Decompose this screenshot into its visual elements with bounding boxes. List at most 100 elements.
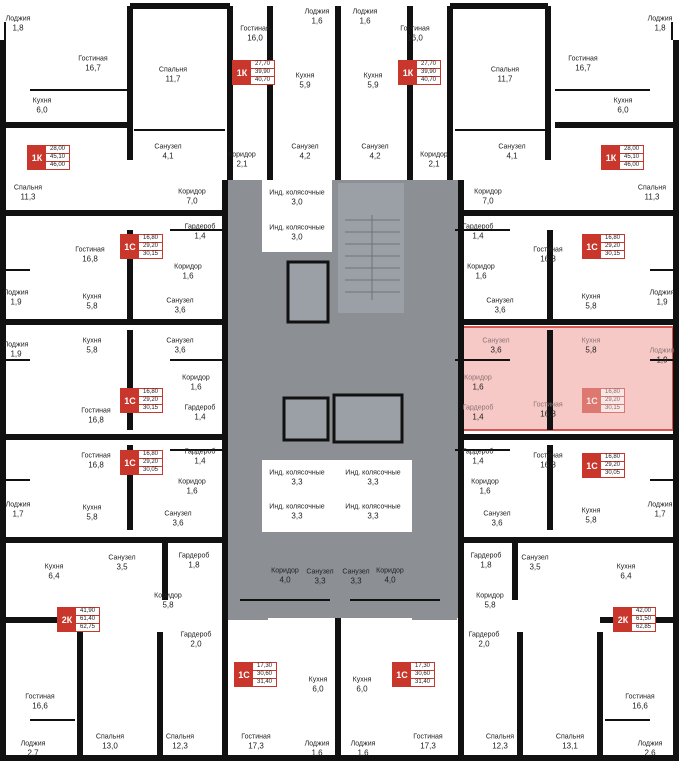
- apartment-area-value: 30,15: [143, 251, 159, 257]
- apartment-area-value: 31,40: [415, 679, 431, 685]
- apartment-area-value: 39,90: [251, 69, 275, 77]
- room-area: 1,6: [311, 16, 323, 26]
- room-name: Гостиная: [533, 452, 563, 460]
- room-name: Коридор: [376, 567, 404, 575]
- apartment-area-value: 30,05: [143, 467, 159, 473]
- room-area: 1,6: [479, 486, 491, 496]
- apartment-area-value: 16,80: [139, 389, 163, 397]
- apartment-area-value: 29,20: [601, 462, 625, 470]
- apartment-area-value: 45,10: [46, 154, 70, 162]
- room-name: Гостиная: [413, 733, 443, 741]
- room-name: Лоджия: [3, 341, 29, 349]
- room-name: Коридор: [178, 188, 206, 196]
- room-name: Санузел: [291, 143, 319, 151]
- room-area: 4,0: [279, 575, 291, 585]
- room-area: 1,4: [194, 412, 206, 422]
- room-name: Кухня: [352, 676, 372, 684]
- room-name: Гостиная: [240, 25, 270, 33]
- room-name: Кухня: [581, 293, 601, 301]
- room-area: 5,8: [585, 301, 597, 311]
- room-area: 1,9: [10, 349, 22, 359]
- room-area: 16,8: [88, 415, 104, 425]
- room-area: 3,5: [529, 562, 541, 572]
- room-name: Гостиная: [78, 55, 108, 63]
- apartment-area-value: 16,80: [139, 451, 163, 459]
- apartment-type: 1С: [583, 454, 601, 477]
- apartment-area-value: 28,00: [46, 146, 70, 154]
- room-name: Санузел: [486, 297, 514, 305]
- room-area: 6,0: [356, 684, 368, 694]
- room-area: 3,6: [491, 518, 503, 528]
- room-name: Лоджия: [649, 347, 675, 355]
- room-area: 3,3: [367, 477, 379, 487]
- elevator-shaft-1: [286, 260, 330, 324]
- room-area: 3,3: [350, 576, 362, 586]
- room-name: Гостиная: [81, 407, 111, 415]
- room-name: Санузел: [342, 568, 370, 576]
- room-area: 7,0: [186, 196, 198, 206]
- apartment-area-value: 16,80: [139, 235, 163, 243]
- room-name: Гостиная: [625, 693, 655, 701]
- room-name: Коридор: [271, 567, 299, 575]
- room-area: 5,9: [299, 80, 311, 90]
- room-name: Инд. колясочные: [345, 469, 401, 477]
- room-area: 5,8: [86, 345, 98, 355]
- room-name: Кухня: [295, 72, 315, 80]
- room-name: Лоджия: [20, 740, 46, 748]
- room-area: 1,6: [186, 486, 198, 496]
- room-area: 16,8: [540, 409, 556, 419]
- room-name: Коридор: [471, 478, 499, 486]
- room-area: 3,6: [172, 518, 184, 528]
- room-area: 13,1: [562, 741, 578, 751]
- room-area: 16,6: [632, 701, 648, 711]
- room-area: 6,0: [312, 684, 324, 694]
